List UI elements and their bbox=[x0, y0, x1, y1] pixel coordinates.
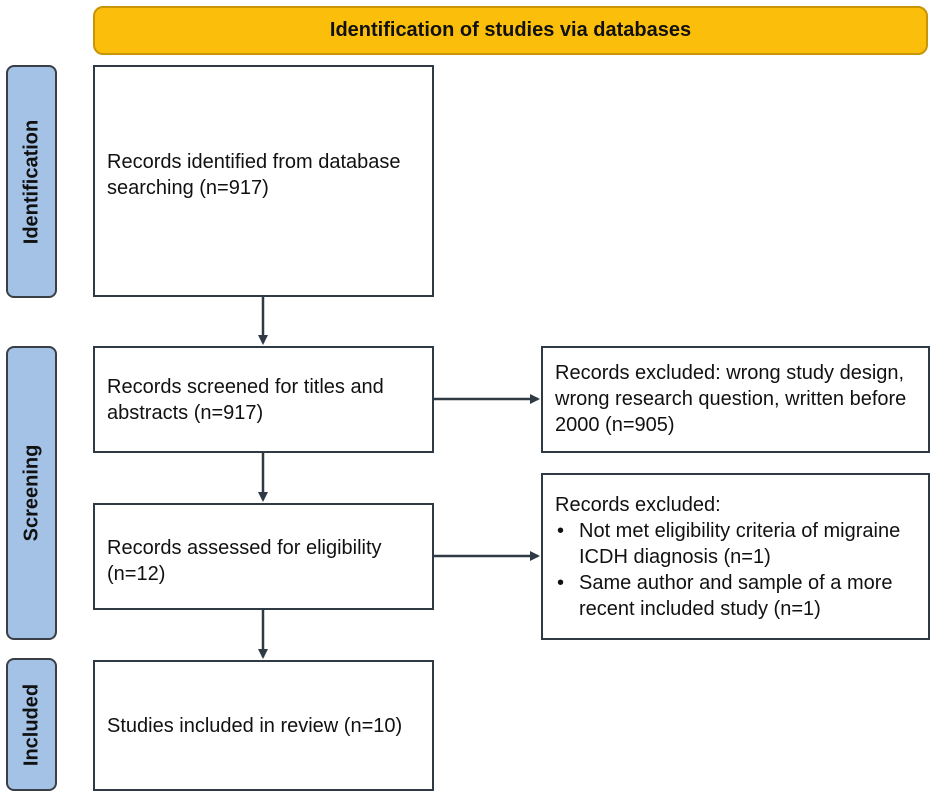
bullet-icon: • bbox=[557, 519, 565, 542]
phase-identification: Identification bbox=[6, 65, 57, 298]
phase-included: Included bbox=[6, 658, 57, 791]
excluded-reason-text: Not met eligibility criteria of migraine… bbox=[579, 519, 901, 568]
excluded-reason-text: Same author and sample of a more recent … bbox=[579, 571, 893, 620]
excluded-eligibility-list: • Not met eligibility criteria of migrai… bbox=[555, 518, 916, 622]
studies-included-box: Studies included in review (n=10) bbox=[93, 660, 434, 791]
records-assessed-text: Records assessed for eligibility (n=12) bbox=[107, 536, 382, 585]
studies-included-text: Studies included in review (n=10) bbox=[107, 714, 403, 737]
records-excluded-eligibility-box: Records excluded: • Not met eligibility … bbox=[541, 473, 930, 640]
excluded-eligibility-title: Records excluded: bbox=[555, 493, 721, 516]
records-assessed-box: Records assessed for eligibility (n=12) bbox=[93, 503, 434, 610]
records-screened-box: Records screened for titles and abstract… bbox=[93, 346, 434, 453]
bullet-icon: • bbox=[557, 571, 565, 594]
excluded-reason-item: • Same author and sample of a more recen… bbox=[555, 570, 916, 622]
records-excluded-screening-box: Records excluded: wrong study design, wr… bbox=[541, 346, 930, 453]
records-screened-text: Records screened for titles and abstract… bbox=[107, 375, 384, 424]
records-excluded-screening-text: Records excluded: wrong study design, wr… bbox=[555, 361, 907, 436]
phase-screening: Screening bbox=[6, 346, 57, 640]
header-title: Identification of studies via databases bbox=[329, 19, 692, 41]
records-identified-text: Records identified from database searchi… bbox=[107, 151, 401, 199]
identification-header: Identification of studies via databases bbox=[93, 6, 928, 55]
records-identified-box: Records identified from database searchi… bbox=[93, 65, 434, 297]
excluded-reason-item: • Not met eligibility criteria of migrai… bbox=[555, 518, 916, 570]
